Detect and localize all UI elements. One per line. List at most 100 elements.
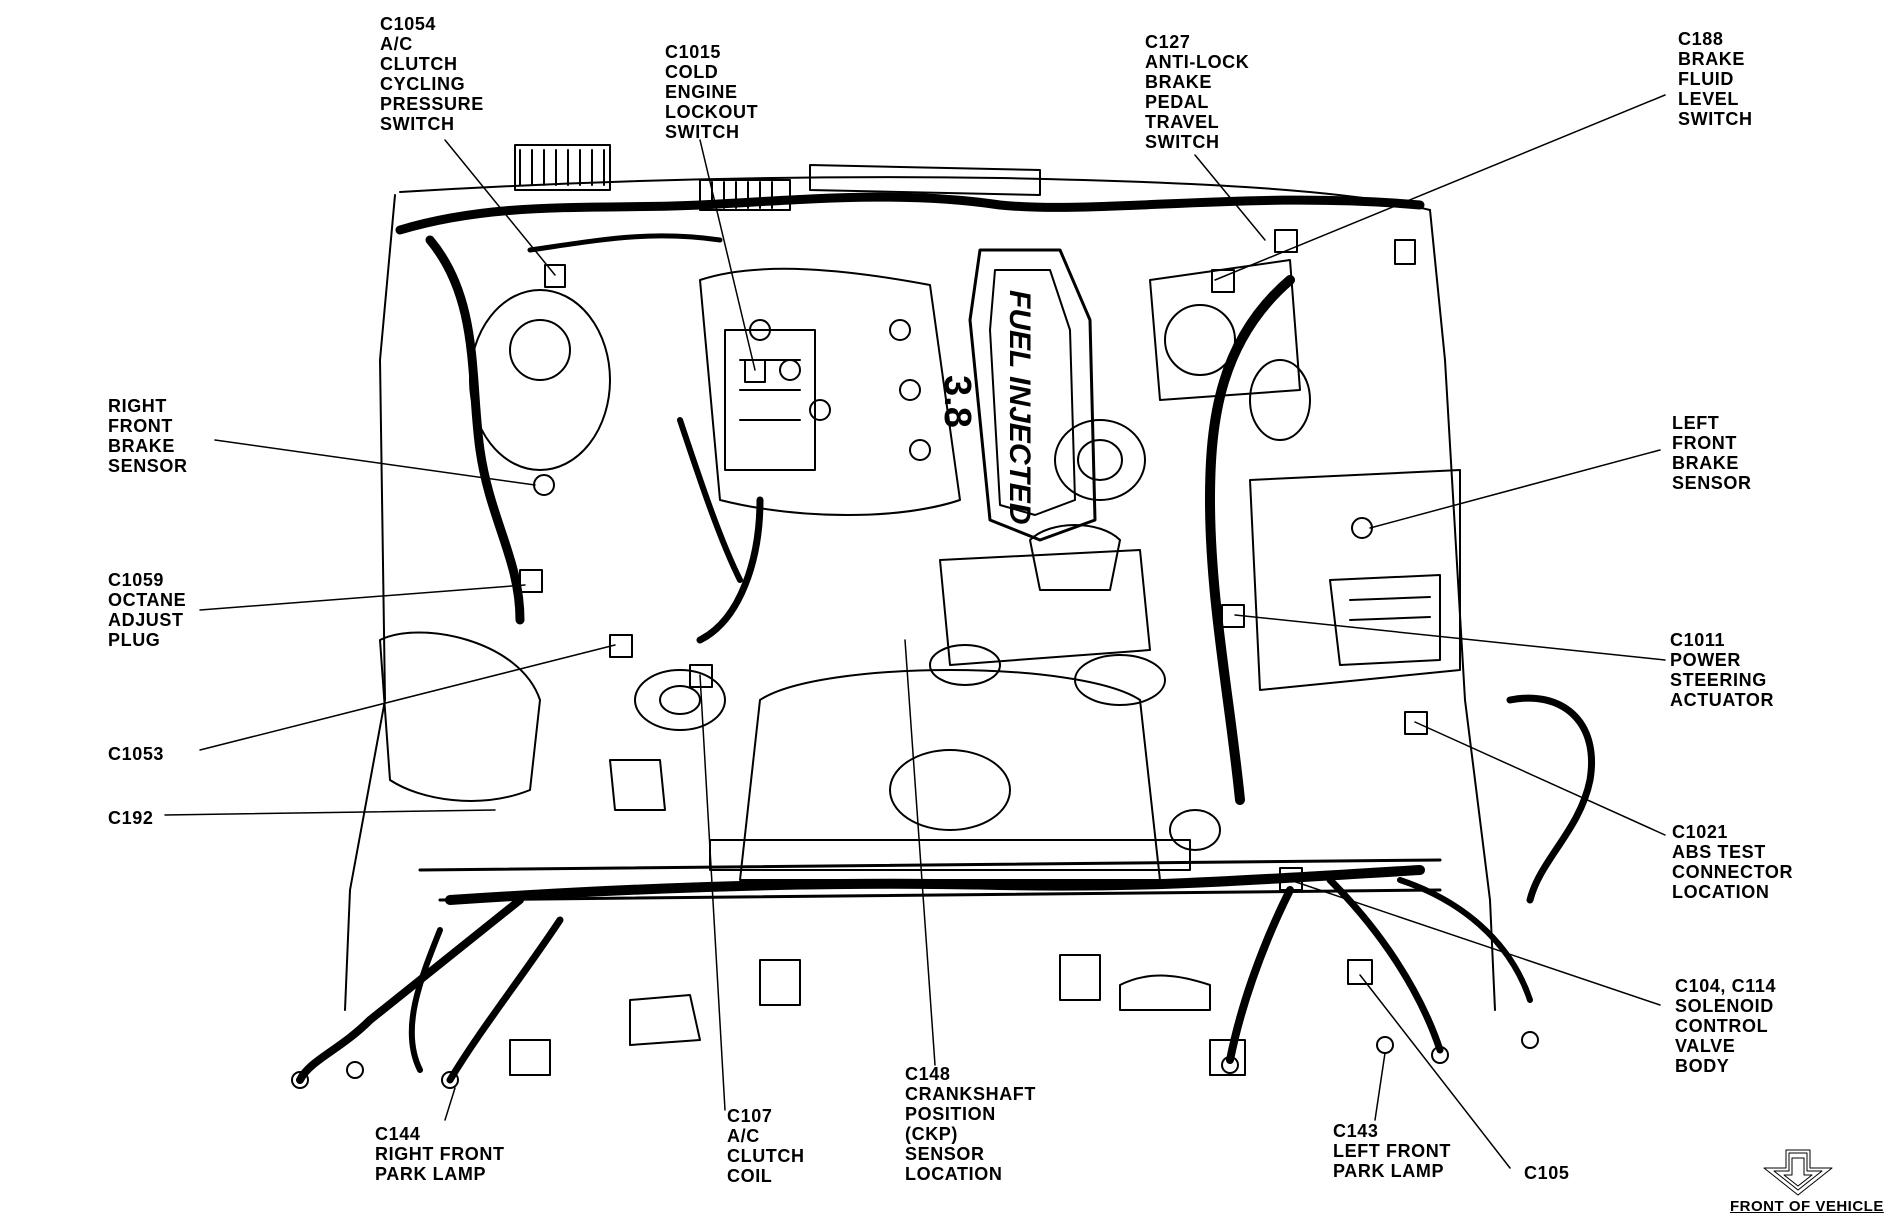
label-line: CRANKSHAFT (905, 1084, 1036, 1104)
label-line: BRAKE (1145, 72, 1213, 92)
label-line: ABS TEST (1672, 842, 1766, 862)
fender-outline-right (344, 194, 396, 1011)
lower-intake (939, 549, 1151, 666)
label-c105: C105 (1524, 1163, 1569, 1183)
intake-manifold (968, 248, 1097, 542)
label-line: PARK LAMP (1333, 1161, 1445, 1181)
label-line: SENSOR (1672, 473, 1752, 493)
label-line: SWITCH (665, 122, 740, 142)
brake-reservoir (1149, 259, 1301, 401)
label-line: PARK LAMP (375, 1164, 487, 1184)
label-line: COLD (665, 62, 719, 82)
harness-left-side (1205, 275, 1295, 805)
label-line: (CKP) (905, 1124, 958, 1144)
front-of-vehicle-arrow (1763, 1149, 1833, 1196)
washer-reservoir (469, 289, 611, 471)
label-line: FRONT (108, 416, 173, 436)
coolant-reservoir (379, 631, 541, 802)
label-line: OCTANE (108, 590, 187, 610)
label-line: C1059 (108, 570, 165, 590)
fuel-injected-text: FUEL INJECTED (1003, 290, 1036, 524)
label-line: ANTI-LOCK (1145, 52, 1250, 72)
label-line: SENSOR (108, 456, 188, 476)
label-line: LOCATION (905, 1164, 1003, 1184)
label-line: A/C (727, 1126, 760, 1146)
label-line: CLUTCH (727, 1146, 805, 1166)
label-line: SENSOR (905, 1144, 985, 1164)
bumper-harness-left (1226, 886, 1294, 1064)
battery-tray (1249, 469, 1461, 691)
label-line: LEFT FRONT (1333, 1141, 1451, 1161)
label-line: LEVEL (1678, 89, 1740, 109)
label-line: RIGHT (108, 396, 167, 416)
label-line: C1053 (108, 744, 165, 764)
label-line: C105 (1524, 1163, 1570, 1183)
throttle-body (1054, 419, 1146, 501)
label-line: BRAKE (1678, 49, 1746, 69)
label-line: C107 (727, 1106, 773, 1126)
label-line: C192 (108, 808, 154, 828)
label-line: BODY (1675, 1056, 1730, 1076)
label-line: C1054 (380, 14, 437, 34)
label-line: ENGINE (665, 82, 738, 102)
fan-shroud (739, 669, 1161, 881)
label-line: C143 (1333, 1121, 1379, 1141)
label-line: ACTUATOR (1670, 690, 1775, 710)
label-line: C144 (375, 1124, 421, 1144)
firewall-outline (399, 176, 1431, 211)
label-line: RIGHT FRONT (375, 1144, 505, 1164)
ac-compressor (634, 669, 726, 731)
label-line: LEFT (1672, 413, 1720, 433)
label-line: CYCLING (380, 74, 466, 94)
label-line: C104, C114 (1675, 976, 1777, 996)
harness-right-side (425, 235, 525, 625)
fan-hub (889, 749, 1011, 831)
label-line: ADJUST (108, 610, 184, 630)
label-line: C188 (1678, 29, 1724, 49)
label-line: LOCATION (1672, 882, 1770, 902)
front-of-vehicle-label: FRONT OF VEHICLE (1730, 1198, 1884, 1215)
label-line: CONNECTOR (1672, 862, 1794, 882)
leader-lines (164, 94, 1666, 1169)
ignition-module (724, 329, 816, 471)
label-line: C1015 (665, 42, 722, 62)
label-line: CLUTCH (380, 54, 458, 74)
valve-cover (699, 267, 961, 516)
label-line: STEERING (1670, 670, 1767, 690)
label-line: PLUG (108, 630, 161, 650)
label-line: SWITCH (1678, 109, 1753, 129)
label-line: A/C (380, 34, 413, 54)
label-line: SWITCH (380, 114, 455, 134)
label-line: BRAKE (1672, 453, 1740, 473)
label-c192: C192 (108, 808, 153, 828)
engine-badge-text: 3.8 (936, 375, 978, 428)
label-line: LOCKOUT (665, 102, 759, 122)
label-c1053: C1053 (108, 744, 164, 764)
label-line: POSITION (905, 1104, 996, 1124)
label-line: POWER (1670, 650, 1742, 670)
label-line: SWITCH (1145, 132, 1220, 152)
label-line: TRAVEL (1145, 112, 1220, 132)
radiator-support (418, 858, 1442, 872)
label-line: C127 (1145, 32, 1191, 52)
label-line: CONTROL (1675, 1016, 1769, 1036)
label-line: SOLENOID (1675, 996, 1774, 1016)
cowl-vent-left (514, 144, 611, 191)
label-line: COIL (727, 1166, 773, 1186)
label-line: C1021 (1672, 822, 1729, 842)
label-line: C148 (905, 1064, 951, 1084)
label-line: C1011 (1670, 630, 1726, 650)
engine-art (164, 94, 1833, 1196)
